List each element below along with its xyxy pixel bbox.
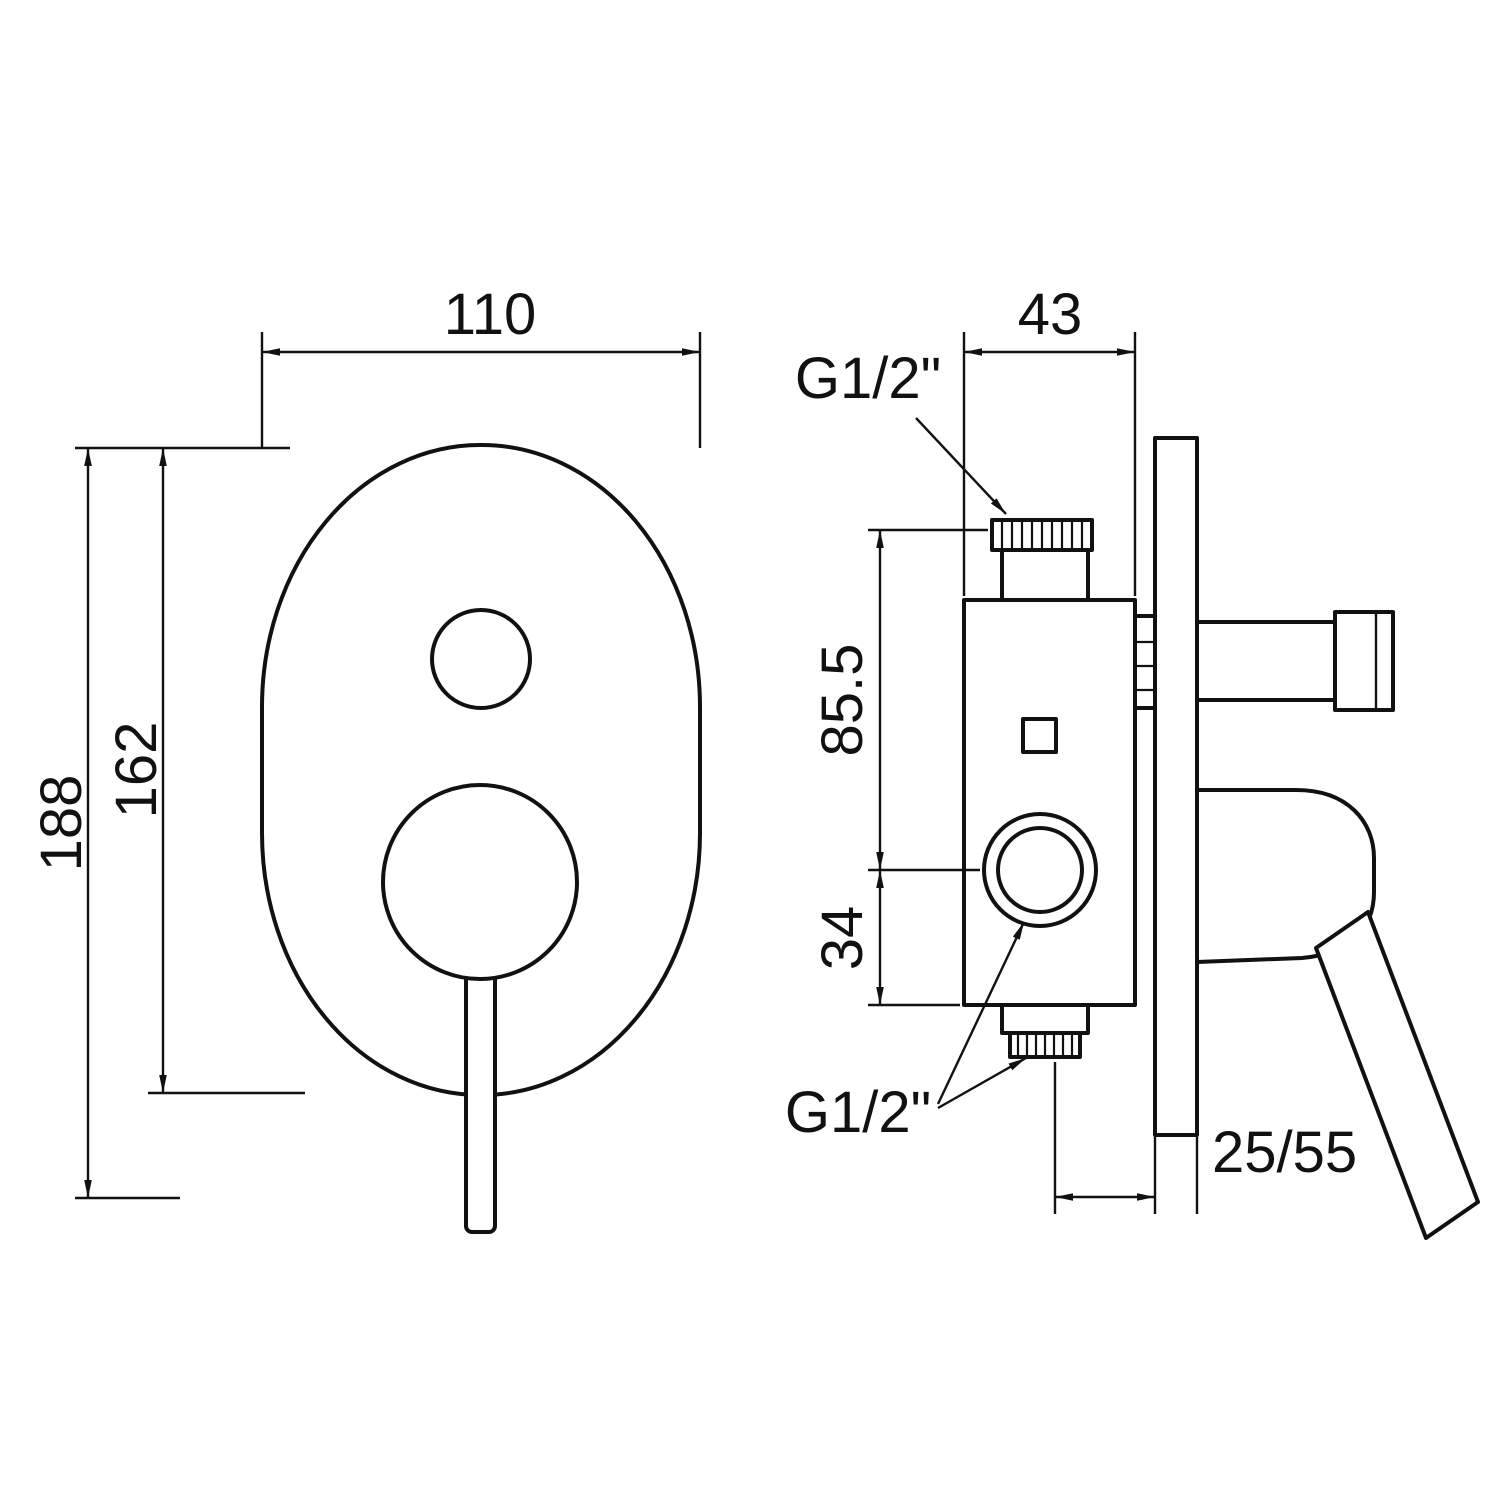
dim-side-mounting-depth: 25/55 bbox=[1053, 1062, 1357, 1214]
diverter-button-circle bbox=[430, 608, 532, 710]
dim-side-lower-height: 34 bbox=[810, 870, 960, 1007]
dim-front-total-height: 188 bbox=[29, 448, 180, 1200]
label-bottom-connection: G1/2" bbox=[785, 921, 1027, 1145]
side-outlet-port-inner bbox=[996, 826, 1084, 914]
thread-label-bottom: G1/2" bbox=[785, 1080, 931, 1145]
dim-front-width: 110 bbox=[260, 282, 702, 448]
dim-label-inlet-to-outlet: 85.5 bbox=[810, 644, 875, 757]
dim-label-outlet-to-bottom: 34 bbox=[810, 906, 875, 971]
front-view: 110 162 188 bbox=[29, 282, 702, 1234]
dim-label-total-height: 188 bbox=[29, 775, 94, 872]
dim-side-depth: 43 bbox=[962, 282, 1137, 596]
top-inlet-neck bbox=[1000, 546, 1090, 602]
top-thread-hatching bbox=[1000, 522, 1084, 548]
cartridge-bushing bbox=[1133, 614, 1157, 710]
diverter-indicator-square bbox=[1021, 717, 1058, 754]
valve-body bbox=[962, 598, 1137, 1007]
label-top-connection: G1/2" bbox=[795, 346, 1007, 515]
bottom-outlet-neck bbox=[1000, 1003, 1090, 1035]
leader-line bbox=[936, 921, 1026, 1105]
handle-base-circle bbox=[381, 783, 579, 981]
dim-front-plate-height: 162 bbox=[75, 446, 305, 1095]
dim-label-plate-height: 162 bbox=[104, 722, 169, 819]
dim-label-front-width: 110 bbox=[444, 282, 536, 347]
dim-side-upper-height: 85.5 bbox=[810, 528, 988, 872]
dim-label-mounting-depth: 25/55 bbox=[1212, 1120, 1357, 1185]
bushing-thread-lines bbox=[1135, 640, 1155, 692]
leader-line bbox=[937, 1056, 1027, 1110]
dim-label-body-depth: 43 bbox=[1018, 282, 1083, 347]
side-view: 43 G1/2" 85.5 34 G1/2" 25/55 bbox=[785, 282, 1480, 1240]
bottom-thread-hatching bbox=[1016, 1035, 1074, 1055]
wall-plate-side bbox=[1153, 436, 1199, 1137]
diverter-knob-cap bbox=[1333, 610, 1395, 712]
leader-line bbox=[915, 417, 1007, 515]
thread-label-top: G1/2" bbox=[795, 346, 941, 411]
diverter-stem-shaft bbox=[1195, 620, 1337, 702]
handle-lever-side bbox=[1314, 910, 1480, 1240]
